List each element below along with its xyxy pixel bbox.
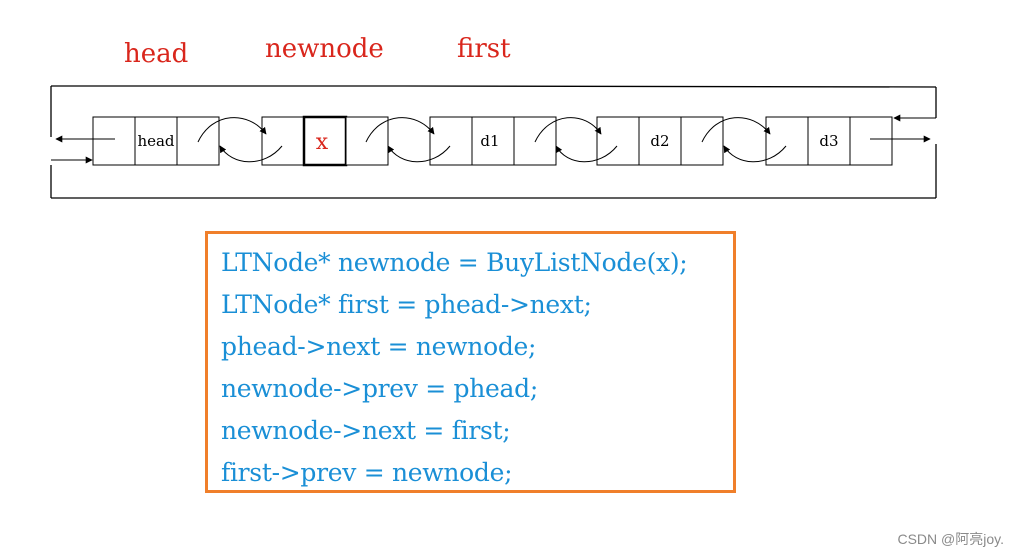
link-head-newnode [197, 117, 283, 163]
code-block: LTNode* newnode = BuyListNode(x); LTNode… [205, 231, 736, 493]
code-line-4: newnode->prev = phead; [221, 374, 538, 403]
code-line-5: newnode->next = first; [221, 416, 511, 445]
label-first: first [457, 34, 511, 64]
link-newnode-d1 [365, 117, 451, 163]
code-line-3: phead->next = newnode; [221, 332, 537, 361]
node-d3 [765, 116, 893, 166]
link-d2-d3 [701, 117, 787, 163]
node-head-text: head [137, 132, 174, 150]
node-d3-text: d3 [819, 132, 838, 150]
link-d1-d2 [534, 117, 618, 163]
label-newnode: newnode [265, 34, 384, 64]
node-d1-text: d1 [480, 132, 499, 150]
watermark: CSDN @阿亮joy. [897, 531, 1004, 547]
node-newnode-text: x [316, 130, 329, 155]
circular-link-frame [50, 85, 937, 199]
code-line-1: LTNode* newnode = BuyListNode(x); [221, 248, 688, 277]
node-d2-text: d2 [650, 132, 669, 150]
code-line-6: first->prev = newnode; [221, 458, 513, 487]
label-head: head [124, 39, 188, 69]
code-line-2: LTNode* first = phead->next; [221, 290, 592, 319]
